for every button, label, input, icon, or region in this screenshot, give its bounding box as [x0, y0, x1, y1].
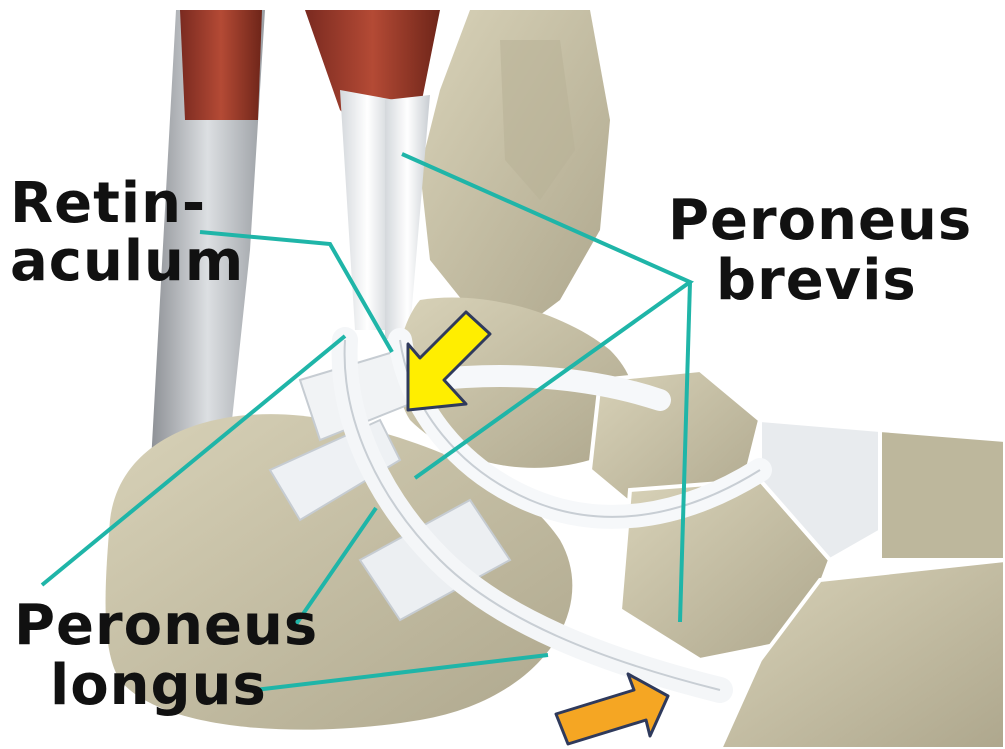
label-retinaculum: Retin- aculum	[10, 176, 244, 290]
label-retinaculum-line1: Retin-	[10, 176, 244, 232]
label-peroneus-longus: Peroneus longus	[14, 598, 318, 714]
label-peroneus-brevis-line2: brevis	[668, 253, 972, 309]
label-peroneus-longus-line2: longus	[14, 658, 318, 714]
label-peroneus-brevis: Peroneus brevis	[668, 193, 972, 309]
label-retinaculum-line2: aculum	[10, 234, 244, 290]
label-peroneus-brevis-line1: Peroneus	[668, 193, 972, 249]
label-peroneus-longus-line1: Peroneus	[14, 598, 318, 654]
